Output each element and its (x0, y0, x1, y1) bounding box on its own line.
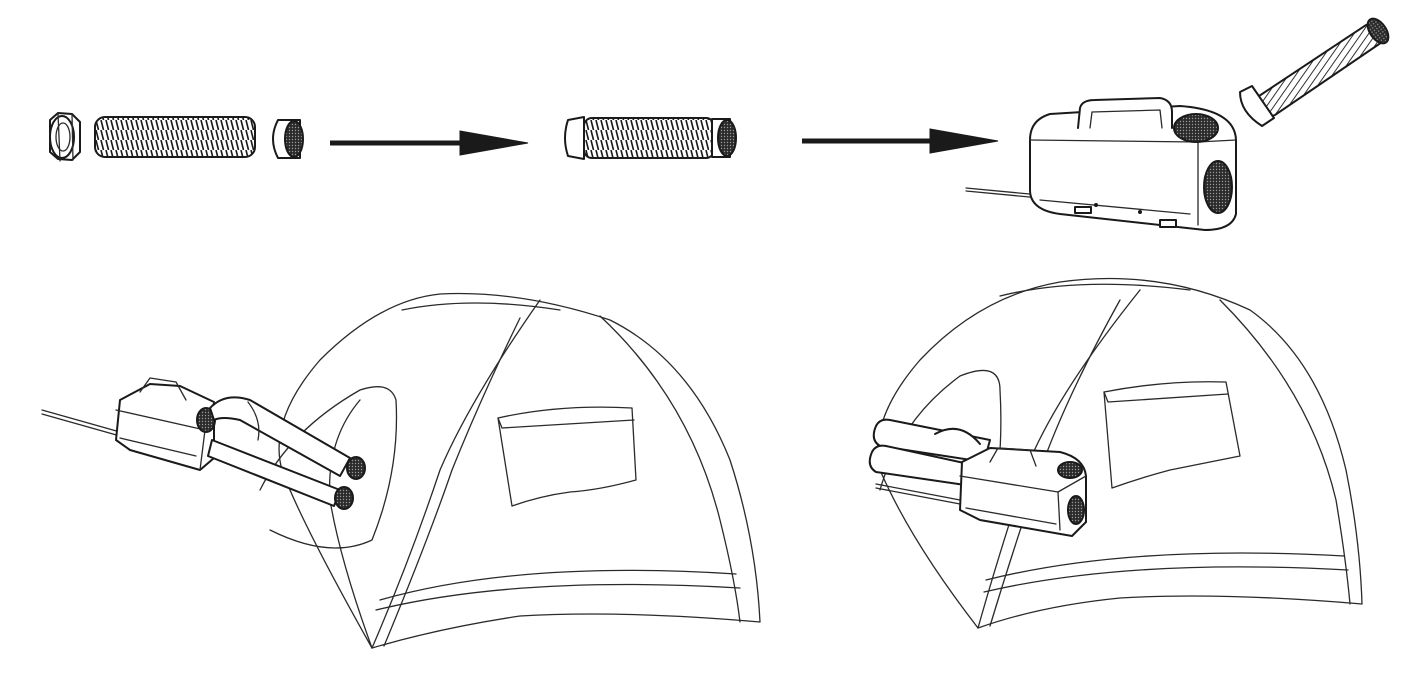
tent-unit-outside-icon (41, 292, 761, 649)
flexible-hose-icon (94, 116, 256, 158)
exhaust-hoses-icon (207, 396, 366, 510)
connector-nut-icon (49, 112, 81, 162)
air-conditioner-with-hose-icon (965, 17, 1390, 231)
arrow-right-icon (802, 128, 999, 154)
hose-parts-icon (49, 112, 304, 162)
air-conditioner-unit-icon (965, 97, 1237, 231)
air-conditioner-unit-icon (41, 377, 216, 471)
hose-end-cap-icon (272, 119, 304, 159)
detached-hose-icon (1239, 17, 1390, 127)
arrow-right-icon (330, 130, 529, 156)
tent-unit-inside-icon (868, 277, 1363, 629)
assembled-hose-icon (564, 116, 737, 160)
tent-icon (259, 292, 761, 649)
air-conditioner-unit-icon (875, 447, 1087, 537)
